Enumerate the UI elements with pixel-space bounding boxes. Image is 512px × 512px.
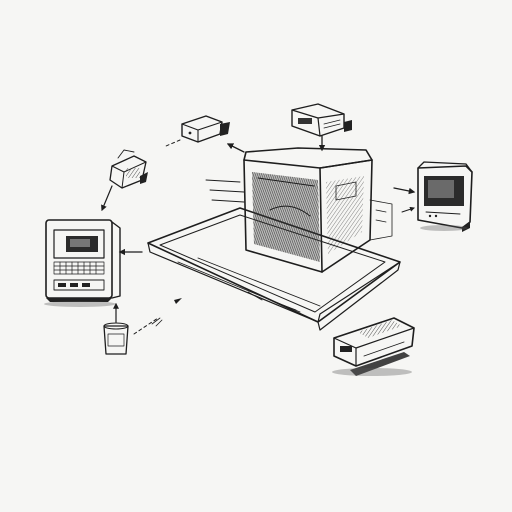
small-modem-icon	[182, 116, 230, 142]
arrow-to-upper-left	[228, 144, 244, 152]
set-top-box-icon	[292, 104, 352, 136]
arrow-upper-left-trail	[166, 140, 180, 146]
crt-monitor-icon	[418, 162, 472, 232]
labelled-cup-icon	[104, 323, 128, 354]
handheld-gadget-icon	[110, 150, 148, 188]
retro-computer-terminal-icon	[46, 220, 120, 302]
arrow-into-chamber	[134, 318, 158, 334]
open-chamber-console-icon	[148, 148, 400, 330]
arrow-to-right-shelf	[402, 208, 414, 212]
arrow-to-gadget	[102, 186, 112, 210]
portable-console-icon	[334, 318, 414, 376]
arrow-to-monitor	[394, 188, 414, 192]
motion-mark	[152, 318, 162, 326]
arrow-small-tip	[174, 298, 182, 304]
